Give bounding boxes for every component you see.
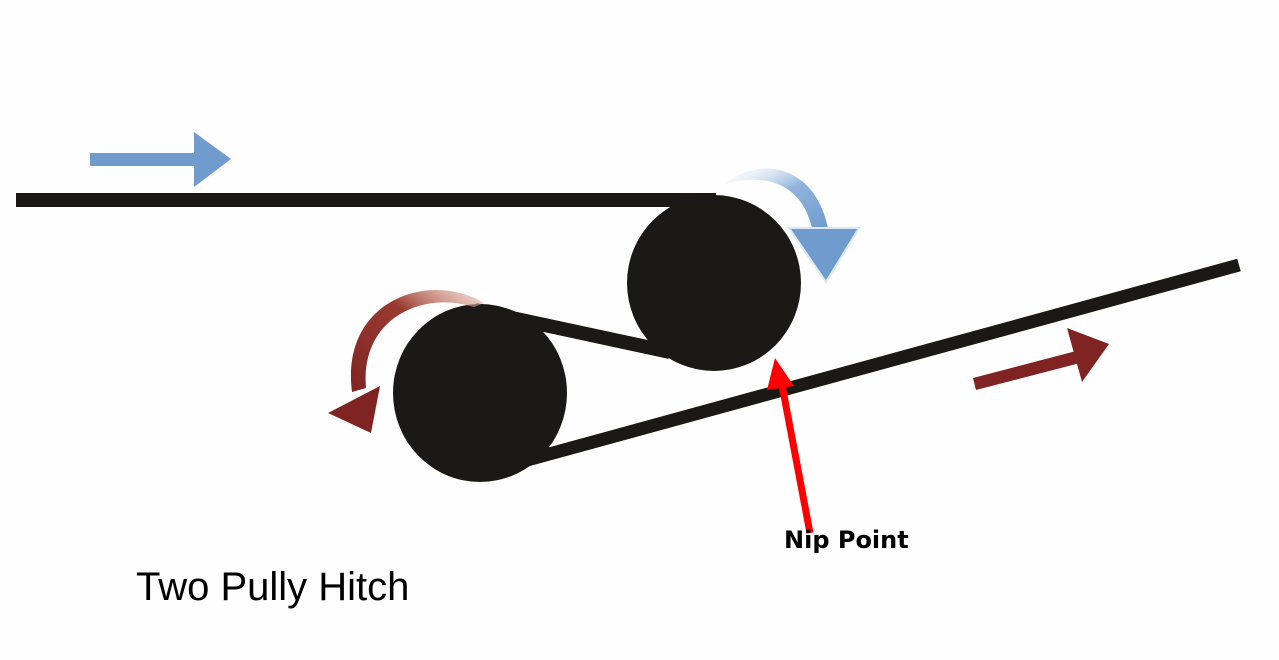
nip-point-label: Nip Point — [784, 526, 909, 554]
upper-pulley — [627, 195, 801, 371]
clockwise-rotation-arrow — [724, 168, 861, 284]
output-direction-arrow — [973, 328, 1109, 390]
nip-point-pointer-arrow — [767, 358, 814, 534]
lower-pulley — [393, 304, 567, 482]
diagram-title: Two Pully Hitch — [136, 565, 410, 609]
input-direction-arrow — [90, 132, 231, 187]
outgoing-belt — [518, 258, 1241, 469]
counterclockwise-rotation-arrow — [328, 290, 484, 433]
